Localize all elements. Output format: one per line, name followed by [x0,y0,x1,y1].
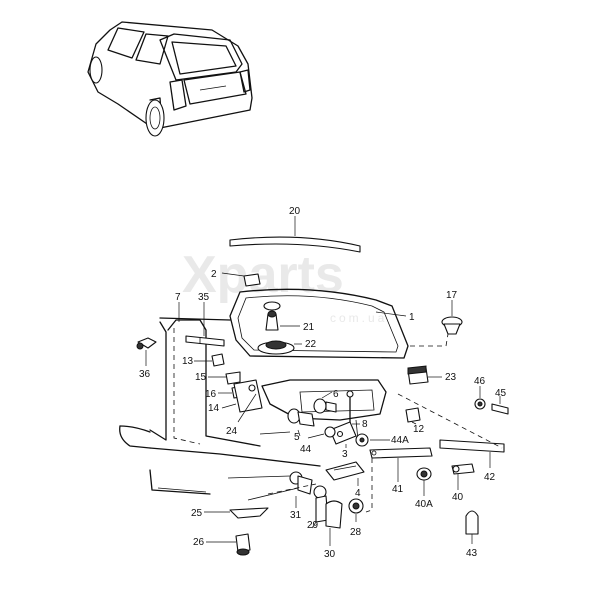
callout-17: 17 [446,290,458,301]
lamp-housing-23 [407,365,429,385]
callout-23: 23 [445,372,457,383]
watermark-sub: com.ua [330,311,387,325]
callout-1: 1 [409,312,415,323]
callout-29: 29 [307,520,319,531]
callout-42: 42 [484,472,496,483]
trim-strip-42 [439,439,505,453]
callout-7: 7 [175,292,181,303]
callout-20: 20 [289,206,301,217]
callout-35: 35 [198,292,210,303]
bolt-26 [235,533,251,556]
latch-4 [325,461,365,481]
spoiler-part [229,236,361,253]
washer-44 [324,426,336,438]
callout-21: 21 [303,322,315,333]
callout-28: 28 [350,527,362,538]
callout-45: 45 [495,388,507,399]
callout-26: 26 [193,537,205,548]
bulb-43 [465,510,479,535]
gas-strut-35 [185,335,225,347]
callout-15: 15 [195,372,207,383]
tailgate-glass [229,288,409,359]
callout-2: 2 [211,269,217,280]
switch-40 [451,463,475,475]
callout-46: 46 [474,376,486,387]
callout-6: 6 [333,389,339,400]
handle-41 [369,447,433,459]
callout-3: 3 [342,449,348,460]
wiper-grommet-21 [263,301,281,331]
callout-41: 41 [392,484,404,495]
callout-4: 4 [355,488,361,499]
striker-14 [233,379,263,413]
callout-36: 36 [139,369,151,380]
cap-30 [325,500,343,529]
wiper-seal-22 [257,340,295,355]
trim-25 [229,507,269,519]
callout-14: 14 [208,403,220,414]
callout-8: 8 [362,419,368,430]
clip-15 [225,371,241,385]
lock-cylinder-5 [287,408,315,427]
callout-31: 31 [290,510,302,521]
callout-30: 30 [324,549,336,560]
callout-16: 16 [205,389,217,400]
callout-43: 43 [466,548,478,559]
callout-44: 44 [300,444,312,455]
callout-22: 22 [305,339,317,350]
callout-25: 25 [191,508,203,519]
grommet-17 [441,316,463,335]
watermark-brand: Xparts [182,246,344,304]
callout-5: 5 [294,432,300,443]
callout-40: 40 [452,492,464,503]
bolt-31 [289,471,313,495]
callout-44a: 44A [391,435,409,446]
callout-13: 13 [182,356,194,367]
callout-12: 12 [413,424,425,435]
clip-12 [405,407,421,423]
screw-45 [491,403,509,415]
bolt-36 [136,337,157,350]
car-thumbnail [87,21,253,137]
clip-29 [313,485,329,523]
callout-24: 24 [226,426,238,437]
callout-40a: 40A [415,499,433,510]
buffer-13 [211,353,225,367]
lock-cylinder-6 [313,398,337,414]
clip-part-2 [243,273,261,287]
tailgate-lower-body [119,317,387,501]
